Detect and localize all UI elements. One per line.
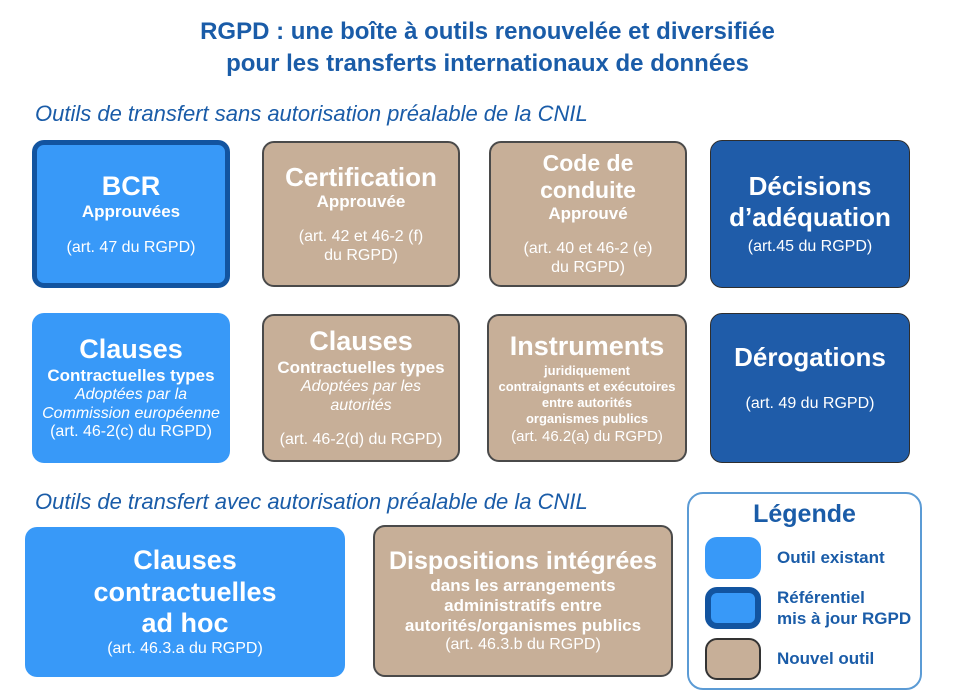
box-subtitle: Contractuelles types <box>277 357 445 377</box>
box-title: BCR <box>101 170 161 201</box>
legend-swatch-outil-existant <box>705 537 761 579</box>
box-article-ref: (art. 46-2(c) du RGPD) <box>50 423 212 441</box>
box-derogations: Dérogations (art. 49 du RGPD) <box>710 313 910 463</box>
legend-item-referentiel: Référentiel mis à jour RGPD <box>705 587 920 630</box>
legend-label: Outil existant <box>777 548 885 568</box>
box-title: Clauses <box>309 325 413 356</box>
box-clauses-ad-hoc: Clauses contractuelles ad hoc (art. 46.3… <box>25 527 345 677</box>
legend-swatch-nouvel-outil <box>705 637 761 680</box>
box-article-ref: (art. 46.3.a du RGPD) <box>107 640 263 658</box>
box-subtitle: juridiquement contraignants et exécutoir… <box>498 362 676 427</box>
box-title: Dérogations <box>734 342 886 372</box>
box-code-de-conduite: Code de conduite Approuvé (art. 40 et 46… <box>489 141 687 287</box>
section-heading-sans-autorisation: Outils de transfert sans autorisation pr… <box>35 101 588 126</box>
box-article-ref: (art. 40 et 46-2 (e) du RGPD) <box>523 240 653 277</box>
box-article-ref: (art. 46-2(d) du RGPD) <box>279 431 443 449</box>
legend-label: Référentiel mis à jour RGPD <box>777 588 912 629</box>
legend-item-nouvel-outil: Nouvel outil <box>705 637 920 680</box>
box-title: Instruments <box>509 330 665 361</box>
box-title: Décisions d’adéquation <box>729 171 891 233</box>
box-clauses-types-commission: Clauses Contractuelles types Adoptées pa… <box>32 313 230 463</box>
box-subtitle: Contractuelles types <box>47 365 215 385</box>
page-title: RGPD : une boîte à outils renouvelée et … <box>200 18 775 77</box>
box-title: Clauses <box>79 333 183 364</box>
box-article-ref: (art. 46.2(a) du RGPD) <box>511 427 663 445</box>
box-subtitle: Approuvé <box>548 204 628 224</box>
box-certification: Certification Approuvée (art. 42 et 46-2… <box>262 141 460 287</box>
legend: Légende Outil existant Référentiel mis à… <box>687 492 922 690</box>
box-subtitle: Approuvée <box>316 192 406 212</box>
box-adopted-by: Adoptées par les autorités <box>300 377 422 414</box>
box-subtitle: dans les arrangements administratifs ent… <box>404 576 642 636</box>
box-dispositions-integrees: Dispositions intégrées dans les arrangem… <box>373 525 673 677</box>
section-heading-avec-autorisation: Outils de transfert avec autorisation pr… <box>35 489 588 514</box>
legend-title: Légende <box>753 500 856 528</box>
box-article-ref: (art.45 du RGPD) <box>747 237 873 255</box>
box-adopted-by: Adoptées par la Commission européenne <box>42 385 220 422</box>
box-subtitle: Approuvées <box>81 202 181 222</box>
box-title: Dispositions intégrées <box>388 546 658 575</box>
box-article-ref: (art. 49 du RGPD) <box>745 394 875 412</box>
box-title: Clauses contractuelles ad hoc <box>93 544 277 639</box>
box-article-ref: (art. 42 et 46-2 (f) du RGPD) <box>298 228 424 265</box>
legend-item-outil-existant: Outil existant <box>705 537 920 579</box>
box-article-ref: (art. 47 du RGPD) <box>66 238 196 256</box>
box-decisions-adequation: Décisions d’adéquation (art.45 du RGPD) <box>710 140 910 288</box>
box-title: Certification <box>285 161 437 192</box>
box-bcr: BCR Approuvées (art. 47 du RGPD) <box>32 140 230 288</box>
legend-swatch-referentiel <box>705 587 761 630</box>
box-instruments-juridiques: Instruments juridiquement contraignants … <box>487 314 687 462</box>
legend-label: Nouvel outil <box>777 648 875 668</box>
box-title: Code de conduite <box>540 149 636 204</box>
box-clauses-types-autorites: Clauses Contractuelles types Adoptées pa… <box>262 314 460 462</box>
box-article-ref: (art. 46.3.b du RGPD) <box>445 636 601 654</box>
